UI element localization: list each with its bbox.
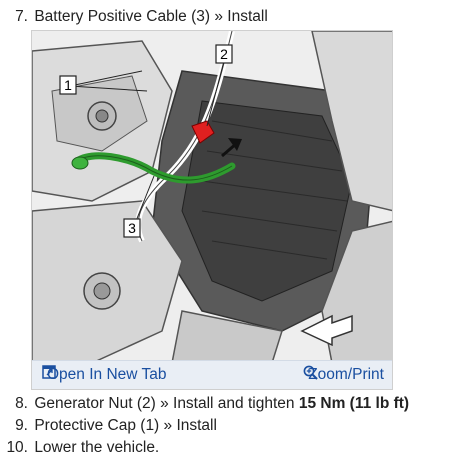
open-in-new-tab-label: Open In New Tab bbox=[47, 366, 167, 383]
figure-toolbar: Open In New Tab Zoom/Print bbox=[32, 360, 392, 389]
step-text: Protective Cap (1) » Install bbox=[34, 417, 217, 434]
step-number: 8. bbox=[15, 395, 28, 412]
step-text: Lower the vehicle. bbox=[34, 439, 160, 456]
engine-generator-drawing: 1 2 3 bbox=[32, 31, 392, 363]
callout-2: 2 bbox=[215, 44, 233, 64]
torque-spec: 15 Nm (11 lb ft) bbox=[298, 395, 410, 412]
step-7: 7. Battery Positive Cable (3) » Install bbox=[0, 6, 268, 28]
open-in-new-tab-link[interactable]: Open In New Tab bbox=[42, 365, 166, 385]
step-number: 10. bbox=[6, 439, 28, 456]
zoom-print-label: Zoom/Print bbox=[308, 366, 384, 383]
svg-text:1: 1 bbox=[64, 77, 72, 93]
zoom-print-link[interactable]: Zoom/Print bbox=[303, 365, 384, 385]
svg-text:3: 3 bbox=[128, 220, 136, 236]
step-9: 9. Protective Cap (1) » Install bbox=[0, 415, 217, 437]
step-text: Battery Positive Cable (3) » Install bbox=[34, 8, 268, 25]
callout-1: 1 bbox=[59, 75, 77, 95]
callout-3: 3 bbox=[123, 218, 141, 238]
step-number: 9. bbox=[15, 417, 28, 434]
step-number: 7. bbox=[15, 8, 28, 25]
service-illustration: 1 2 3 Open In New Tab bbox=[31, 30, 393, 390]
svg-text:2: 2 bbox=[220, 46, 228, 62]
step-8: 8. Generator Nut (2) » Install and tight… bbox=[0, 393, 409, 415]
step-text: Generator Nut (2) » Install and tighten bbox=[34, 395, 299, 412]
step-10: 10. Lower the vehicle. bbox=[0, 437, 159, 459]
